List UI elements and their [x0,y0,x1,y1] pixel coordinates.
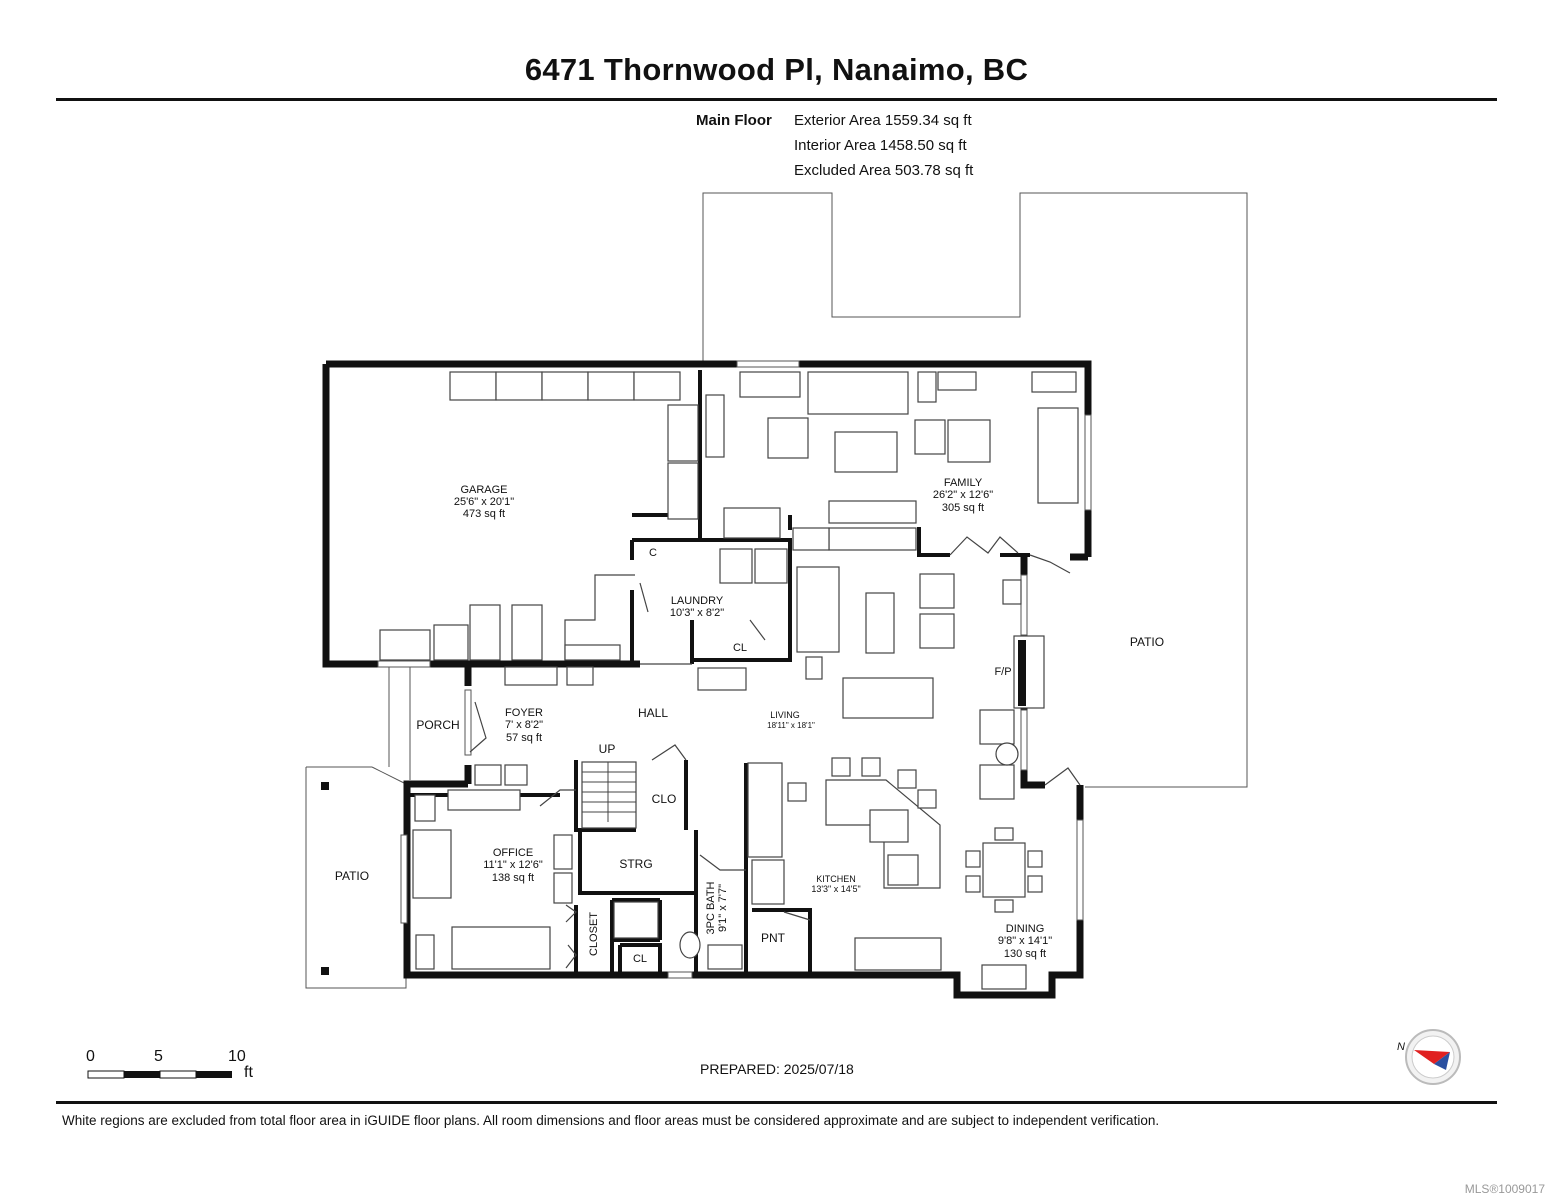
foyer-area: 57 sq ft [506,732,542,744]
hall-label: HALL [638,706,668,720]
compass-north-label: N [1397,1041,1405,1053]
foyer-dims: 7' x 8'2" [505,719,543,731]
scale-unit: ft [244,1064,253,1081]
windows [377,360,1092,979]
scale-tick-10: 10 [228,1048,246,1065]
room-labels: GARAGE 25'6" x 20'1" 473 sq ft FAMILY 26… [335,477,1164,965]
patio-east-label: PATIO [1130,635,1164,649]
office-dims: 11'1" x 12'6" [483,859,543,871]
scale-tick-5: 5 [154,1048,163,1065]
door-swings [469,536,1081,969]
exterior-area: Exterior Area 1559.34 sq ft [794,112,972,129]
furniture [379,371,1079,990]
top-rule [56,98,1497,101]
clo-label: CLO [652,792,677,806]
patio-west-label: PATIO [335,869,369,883]
living-name: LIVING [770,710,800,720]
family-dims: 26'2" x 12'6" [933,489,993,501]
stairs-up-label: UP [599,742,616,756]
plan-title: 6471 Thornwood Pl, Nanaimo, BC [524,52,1029,87]
garage-dims: 25'6" x 20'1" [454,496,514,508]
interior-area: Interior Area 1458.50 sq ft [794,137,967,154]
family-name: FAMILY [944,477,983,489]
laundry-c-label: C [649,547,657,559]
kitchen-dims: 13'3" x 14'5" [811,884,860,894]
garage-area: 473 sq ft [463,508,505,520]
compass-icon: N [1397,1029,1461,1085]
closet-label: CLOSET [588,912,600,956]
disclaimer: White regions are excluded from total fl… [62,1113,1160,1128]
fireplace-block [1018,640,1026,706]
pantry-label: PNT [761,931,786,945]
stair-treads [582,762,636,822]
bath-name: 3PC BATH [705,881,717,934]
bath-dims: 9'1" x 7'7" [717,884,729,932]
fireplace-label: F/P [994,666,1011,678]
storage-label: STRG [619,857,652,871]
excluded-area: Excluded Area 503.78 sq ft [794,162,974,179]
bottom-rule [56,1101,1497,1104]
patio-markers [321,782,329,975]
office-name: OFFICE [493,847,533,859]
kitchen-name: KITCHEN [816,874,856,884]
family-area: 305 sq ft [942,502,984,514]
porch-label: PORCH [416,718,459,732]
scale-tick-0: 0 [86,1048,95,1065]
office-area: 138 sq ft [492,872,534,884]
foyer-name: FOYER [505,707,543,719]
prepared-date: PREPARED: 2025/07/18 [700,1061,854,1077]
bath-closet-label: CL [633,953,647,965]
dining-name: DINING [1006,923,1045,935]
laundry-name: LAUNDRY [671,595,724,607]
living-dims: 18'11" x 18'1" [767,721,815,730]
floor-label: Main Floor [696,112,772,129]
dining-dims: 9'8" x 14'1" [998,935,1052,947]
scale-bar [87,1070,232,1079]
garage-name: GARAGE [460,484,507,496]
mls-watermark: MLS®1009017 [1464,1182,1545,1196]
laundry-closet-label: CL [733,642,747,654]
dining-area: 130 sq ft [1004,948,1046,960]
laundry-dims: 10'3" x 8'2" [670,607,724,619]
